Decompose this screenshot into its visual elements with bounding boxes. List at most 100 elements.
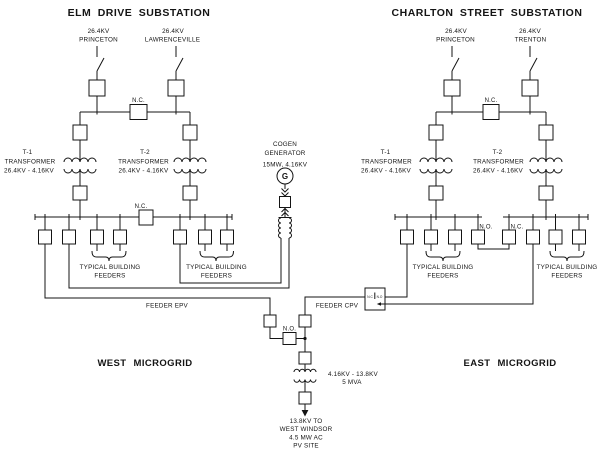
- breaker: [173, 229, 187, 245]
- building-feeders-label-2: FEEDERS: [94, 273, 125, 280]
- west-feed-1-name: PRINCETON: [79, 37, 118, 44]
- east-bus-tie-no-label: N.O.: [479, 225, 492, 231]
- east-feed-1-kv: 26.4KV: [445, 28, 467, 35]
- east-bus-tie-nc-label: N.C.: [511, 225, 524, 231]
- west-transformer-t1: T-1 TRANSFORMER 26.4KV - 4.16KV: [4, 124, 97, 217]
- feeder-cpv-line-a: [385, 244, 408, 298]
- east-substation-title: CHARLTON STREET SUBSTATION: [392, 7, 583, 19]
- west-feed-2-name: LAWRENCEVILLE: [145, 37, 200, 44]
- t2-id: T-2: [140, 149, 150, 156]
- t1-high-breaker: [428, 124, 444, 141]
- t2-high-breaker: [182, 124, 198, 141]
- cogen-rating: 15MW, 4.16KV: [263, 162, 308, 169]
- t2-winding-secondary: [173, 168, 207, 174]
- t2-winding-secondary: [529, 168, 563, 174]
- pv-xfmr-winding-primary: [293, 368, 317, 373]
- interconnect-tie-breaker: [282, 332, 297, 345]
- west-transformer-t2: T-2 TRANSFORMER 26.4KV - 4.16KV: [118, 124, 207, 217]
- east-feed-1-line: [451, 46, 460, 115]
- west-top-tie-label: N.C.: [132, 98, 145, 104]
- east-feed-2-breaker: [521, 79, 539, 97]
- cogen-breaker: [279, 196, 291, 208]
- east-feed-2-line: [529, 46, 538, 115]
- east-feed-princeton: 26.4KV PRINCETON: [436, 28, 475, 115]
- t1-label: TRANSFORMER: [361, 159, 412, 166]
- feeder-cpv-breaker: [298, 314, 312, 328]
- t2-id: T-2: [493, 149, 503, 156]
- feeder-cpv: FEEDER CPV N.C N.O: [298, 244, 534, 328]
- east-top-bus-line: [435, 111, 547, 125]
- west-bus-tie-label: N.C.: [135, 204, 148, 210]
- west-feed-1-breaker: [88, 79, 106, 97]
- cogen-title-1: COGEN: [273, 141, 297, 148]
- breaker: [526, 229, 540, 245]
- pv-breaker-high: [298, 351, 312, 365]
- t1-label: TRANSFORMER: [5, 159, 56, 166]
- breaker: [424, 229, 438, 245]
- interconnect: N.O. 4.16KV - 13.8KV 5 MVA 13.8KV TO WES…: [269, 327, 379, 449]
- breaker: [198, 229, 212, 245]
- building-feeders-label-1: TYPICAL BUILDING: [186, 264, 247, 271]
- brace: [425, 250, 461, 262]
- west-top-bus: N.C.: [79, 98, 191, 125]
- t2-ratio: 26.4KV - 4.16KV: [473, 168, 524, 175]
- t1-winding-secondary: [419, 168, 453, 174]
- breaker: [548, 229, 563, 245]
- breaker: [113, 229, 127, 245]
- transfer-switch-left-label: N.C: [367, 295, 373, 299]
- transfer-switch-right-label: N.O: [377, 295, 383, 299]
- east-building-feeders-left: TYPICAL BUILDING FEEDERS: [413, 217, 474, 280]
- west-building-feeders-left: TYPICAL BUILDING FEEDERS: [80, 217, 140, 280]
- west-feed-2-kv: 26.4KV: [162, 28, 184, 35]
- east-feed-1-name: PRINCETON: [436, 37, 475, 44]
- transfer-switch: N.C N.O: [364, 287, 386, 311]
- east-transformer-t1: T-1 TRANSFORMER 26.4KV - 4.16KV: [361, 124, 453, 217]
- pv-xfmr-ratio: 4.16KV - 13.8KV: [328, 371, 379, 378]
- building-feeders-label-1: TYPICAL BUILDING: [537, 264, 598, 271]
- building-feeders-label-2: FEEDERS: [551, 273, 582, 280]
- breaker: [62, 229, 76, 245]
- east-building-feeders-right: TYPICAL BUILDING FEEDERS: [537, 217, 598, 280]
- tie-breaker: [471, 229, 485, 245]
- t1-winding-secondary: [63, 168, 97, 174]
- t1-winding-primary: [419, 157, 453, 163]
- t2-winding-primary: [529, 157, 563, 163]
- west-top-tie-breaker: [129, 104, 148, 120]
- t2-low-breaker: [538, 185, 554, 201]
- pv-xfmr-winding-secondary: [293, 379, 317, 383]
- reactor-coil-left: [278, 217, 282, 239]
- east-transformer-t2: T-2 TRANSFORMER 26.4KV - 4.16KV: [473, 124, 563, 217]
- epv-drop: [269, 327, 283, 339]
- west-feed-lawrenceville: 26.4KV LAWRENCEVILLE: [145, 28, 200, 115]
- cogen-tie-line-a: [179, 238, 282, 284]
- feeder-epv-line: [44, 244, 271, 315]
- tie-breaker: [502, 229, 516, 245]
- feeder-cpv-line-b: [385, 244, 534, 305]
- east-feed-1-breaker: [443, 79, 461, 97]
- t2-ratio: 26.4KV - 4.16KV: [119, 168, 170, 175]
- breaker: [448, 229, 462, 245]
- generator-symbol: G: [282, 172, 288, 181]
- west-microgrid-label: WEST MICROGRID: [97, 358, 192, 369]
- west-feed-2-breaker: [167, 79, 185, 97]
- building-feeders-label-1: TYPICAL BUILDING: [413, 264, 474, 271]
- east-top-tie-label: N.C.: [485, 98, 498, 104]
- west-feed-1-kv: 26.4KV: [88, 28, 110, 35]
- east-bus-tie-nc: N.C.: [502, 220, 524, 245]
- pv-load-line-2: WEST WINDSOR: [280, 426, 333, 433]
- cogen-title-2: GENERATOR: [264, 150, 305, 157]
- t1-id: T-1: [23, 149, 33, 156]
- east-feed-trenton: 26.4KV TRENTON: [515, 28, 546, 115]
- t2-winding-primary: [173, 157, 207, 163]
- breaker: [400, 229, 414, 245]
- pv-breaker-low: [298, 391, 312, 405]
- feeder-cpv-out: [304, 296, 365, 315]
- west-feeder-breaker-cogen-b: [173, 217, 187, 245]
- interconnect-tie-label: N.O.: [283, 327, 296, 333]
- east-microgrid-label: EAST MICROGRID: [464, 358, 557, 369]
- t2-high-breaker: [538, 124, 554, 141]
- t1-winding-primary: [63, 157, 97, 163]
- t1-ratio: 26.4KV - 4.16KV: [4, 168, 55, 175]
- east-top-tie-breaker: [482, 104, 500, 120]
